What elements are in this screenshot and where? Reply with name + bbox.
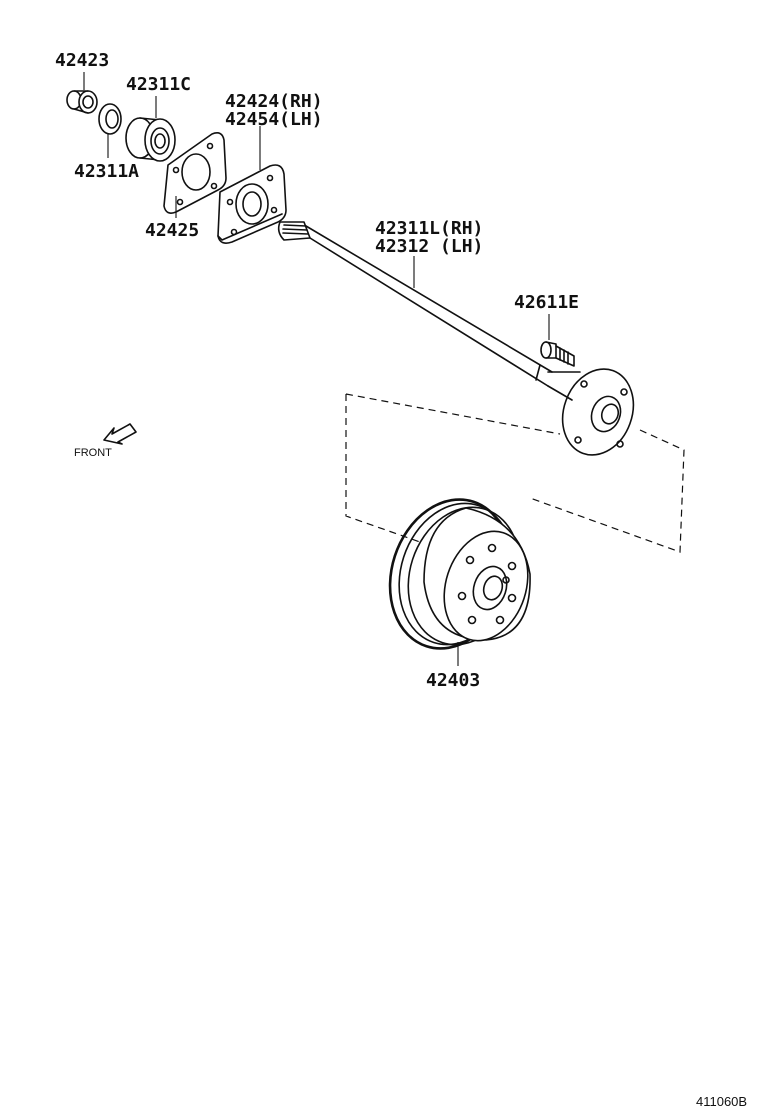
label-42611e: 42611E [514,292,579,313]
part-42311l-axle-shaft [277,221,635,456]
front-direction-arrow [103,423,137,445]
part-42403-brake-drum [388,498,531,650]
label-42311l: 42311L(RH) [375,218,483,239]
label-42423: 42423 [55,50,109,71]
label-42425: 42425 [145,220,199,241]
part-42611e-hub-bolt [540,341,575,367]
label-42424: 42424(RH) [225,91,323,112]
front-label: FRONT [74,447,112,459]
part-42425-gasket [163,132,227,214]
label-42311a: 42311A [74,161,139,182]
diagram-code: 411060B [696,1094,747,1109]
label-42311c: 42311C [126,74,191,95]
assembly-dashed-outline [345,393,685,553]
label-42312: 42312 (LH) [375,236,483,257]
label-42454: 42454(LH) [225,109,323,130]
part-42424-retainer-plate [217,164,287,244]
part-42311a-seal [98,103,122,135]
part-42423-collar [66,90,98,114]
label-42403: 42403 [426,670,480,691]
part-42311c-bearing [125,117,176,162]
